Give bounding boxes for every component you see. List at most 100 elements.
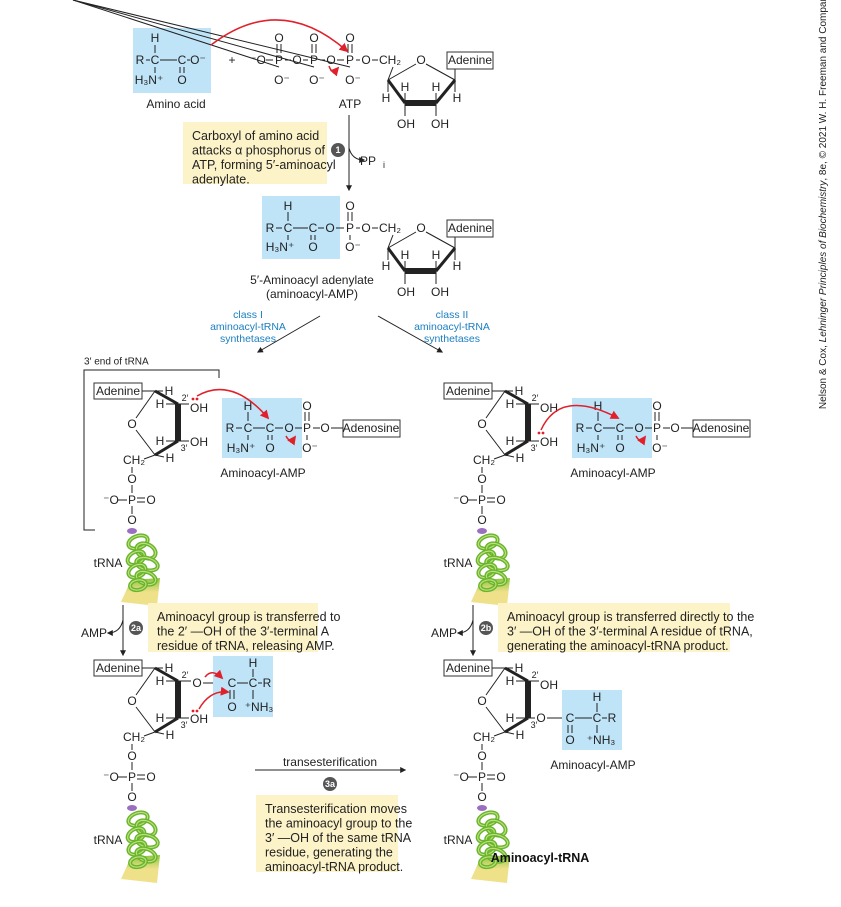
aminoacyl-highlight [562, 690, 622, 750]
atom-label: CH₂ [473, 453, 495, 467]
bond-line [485, 667, 506, 696]
atom-label: OH [431, 117, 449, 131]
step-2b-note-text: 3′ —OH of the 3′-terminal A residue of t… [507, 625, 753, 639]
step-badge-3a [323, 777, 337, 791]
2-prime-label: 2′ [182, 670, 189, 680]
bond-line [154, 716, 179, 734]
trna-label: tRNA [444, 833, 473, 847]
amp-label: AMP [81, 626, 107, 640]
trna-coil-highlight [477, 534, 499, 550]
atom-label: H [165, 661, 174, 675]
atom-label: O [274, 31, 283, 45]
atom-label: C [309, 221, 318, 235]
atom-label: O [127, 749, 136, 763]
step-3a-note-text: the aminoacyl group to the [265, 817, 412, 831]
nucleophilic-attack-arrow [210, 19, 349, 53]
atom-label: O [146, 770, 155, 784]
adenine-label: Adenine [96, 661, 140, 675]
step-2a-note-text: the 2′ —OH of the 3′-terminal A [157, 625, 330, 639]
step-badge-label: 2b [481, 623, 492, 633]
atom-label: H [284, 199, 293, 213]
atom-label: H [594, 399, 603, 413]
amp-release-arrow [456, 619, 474, 636]
bond-line [434, 79, 457, 104]
atom-label: CH₂ [123, 730, 145, 744]
3-prime-label: 3′ [181, 720, 188, 730]
atom-label: R [266, 221, 275, 235]
atom-label: OH [540, 678, 558, 692]
step-badge-1-label: 1 [335, 145, 340, 155]
atom-label: C [616, 421, 625, 435]
atom-label: H [401, 248, 410, 262]
lone-pair-dot [191, 709, 195, 713]
bond-line [504, 716, 529, 734]
atom-label: C [266, 421, 275, 435]
plus-sign: + [228, 53, 235, 67]
adenine-label: Adenine [448, 53, 492, 67]
credit-authors: Nelson & Cox, [818, 342, 829, 409]
atom-label: H [506, 434, 515, 448]
atom-label: O⁻ [274, 73, 290, 87]
atom-label: O [326, 53, 335, 67]
atom-label: O [477, 790, 486, 804]
atom-label: H [453, 259, 462, 273]
bond-line [485, 390, 506, 419]
adenine-label: Adenine [96, 384, 140, 398]
adenylate-sublabel: (aminoacyl-AMP) [266, 287, 358, 301]
atom-label: H [515, 384, 524, 398]
step-2b-note-text: generating the aminoacyl-tRNA product. [507, 639, 729, 653]
copyright-credit: Nelson & Cox, Lehninger Principles of Bi… [818, 0, 829, 409]
trna-molecule [471, 805, 510, 883]
bond-line [135, 706, 156, 733]
ppi-subscript: i [383, 160, 385, 170]
bond-line [154, 389, 179, 406]
atom-label: OH [540, 401, 558, 415]
adenine-box [446, 219, 494, 238]
trna-cap [127, 528, 137, 534]
lone-pair-dot [195, 709, 199, 713]
bond-line [504, 666, 529, 683]
atom-label: OH [190, 401, 208, 415]
step-2a-note-text: Aminoacyl group is transferred to [157, 610, 340, 624]
transesterification-label: transesterification [283, 755, 377, 769]
3-prime-label: 3′ [181, 443, 188, 453]
atom-label: O [265, 441, 274, 455]
atom-label: ⁺NH₃ [245, 700, 274, 714]
atom-label: O [320, 421, 329, 435]
bond-line [143, 731, 156, 737]
trna-cap [477, 805, 487, 811]
trna-end-label: 3′ end of tRNA [84, 357, 149, 368]
atom-label: O [177, 73, 186, 87]
atom-label: P [128, 493, 136, 507]
atom-label: R [136, 53, 145, 67]
trna-molecule [121, 805, 160, 883]
atom-label: H [382, 259, 391, 273]
adenosine-box [692, 419, 751, 438]
atom-label: O [308, 240, 317, 254]
atom-label: O [361, 221, 370, 235]
atom-label: H [151, 31, 160, 45]
bond-line [143, 454, 156, 460]
trna-cap [477, 528, 487, 534]
atom-label: O [146, 493, 155, 507]
atom-label: H [516, 728, 525, 742]
adenine-label: Adenine [448, 221, 492, 235]
atom-label: R [576, 421, 585, 435]
bond-line [485, 706, 506, 733]
bond-line [387, 234, 394, 249]
atom-label: O [652, 399, 661, 413]
trna-coil-highlight [477, 840, 497, 856]
atom-label: ⁻O [453, 770, 469, 784]
atom-label: H [432, 80, 441, 94]
bond-line [154, 439, 179, 457]
atom-label: O [670, 421, 679, 435]
atom-label: H [515, 661, 524, 675]
phosphorus-label: P [275, 53, 283, 67]
class-1-arrow [256, 315, 321, 353]
atom-label: O⁻ [302, 441, 318, 455]
atom-label: R [608, 711, 617, 725]
atom-label: C [151, 53, 160, 67]
ring-oxygen: O [127, 417, 136, 431]
step-3a-note-text: 3′ —OH of the same tRNA [265, 831, 412, 845]
adenine-box [446, 51, 494, 70]
